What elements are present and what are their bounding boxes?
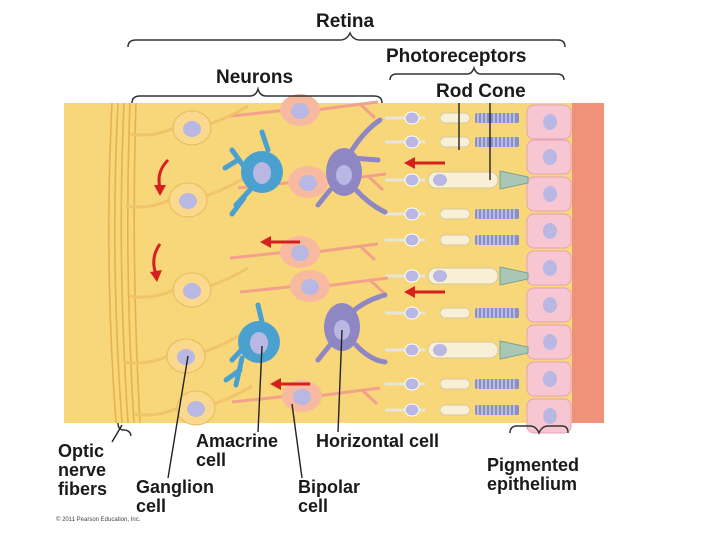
rod-cell bbox=[385, 377, 519, 391]
bipolar-cell bbox=[229, 236, 379, 268]
amacrine-cell bbox=[222, 129, 283, 217]
bipolar-cell bbox=[229, 94, 379, 126]
label-retina: Retina bbox=[316, 11, 375, 32]
signal-direction-arrows bbox=[150, 157, 445, 390]
ganglion-cell bbox=[125, 176, 245, 218]
cone-cell bbox=[385, 266, 529, 286]
label-rod-cone: Rod Cone bbox=[436, 81, 526, 102]
label-horizontal-cell: Horizontal cell bbox=[316, 431, 440, 451]
optic-nerve-bracket bbox=[117, 422, 132, 437]
epithelium-cell bbox=[526, 324, 572, 360]
photoreceptor-layer bbox=[385, 111, 529, 417]
cone-cell bbox=[385, 340, 529, 360]
epithelium-cell bbox=[526, 176, 572, 212]
epithelium-cell bbox=[526, 361, 572, 397]
rod-cell bbox=[385, 207, 519, 221]
label-ganglion-cell: Ganglion cell bbox=[136, 477, 214, 516]
pigmented-epithelium-cells bbox=[526, 104, 572, 434]
ganglion-cell bbox=[129, 104, 249, 146]
ganglion-cell bbox=[129, 266, 249, 308]
choroid-layer bbox=[572, 103, 604, 423]
epithelium-cell bbox=[526, 139, 572, 175]
photoreceptors-bracket bbox=[389, 65, 565, 81]
epithelium-cell bbox=[526, 104, 572, 140]
horizontal-cell bbox=[315, 117, 388, 215]
label-pigmented-epithelium: Pigmented epithelium bbox=[487, 455, 580, 494]
ganglion-cell bbox=[133, 384, 253, 426]
label-amacrine-cell: Amacrine cell bbox=[196, 431, 279, 470]
label-photoreceptors: Photoreceptors bbox=[386, 46, 527, 67]
bipolar-cell-layer bbox=[229, 94, 389, 412]
cone-cell bbox=[385, 170, 529, 190]
optic-nerve-fibers bbox=[108, 102, 141, 424]
epithelium-cell bbox=[526, 250, 572, 286]
label-neurons: Neurons bbox=[216, 67, 294, 88]
amacrine-cell bbox=[223, 302, 280, 388]
brackets bbox=[117, 31, 569, 437]
rod-cell bbox=[385, 135, 519, 149]
neurons-bracket bbox=[131, 86, 383, 104]
leader-lines bbox=[111, 103, 491, 479]
epithelium-cell bbox=[526, 287, 572, 323]
rod-cell bbox=[385, 111, 519, 125]
bipolar-cell bbox=[239, 270, 389, 302]
epithelium-cell bbox=[526, 398, 572, 434]
epithelium-cell bbox=[526, 213, 572, 249]
copyright-notice: © 2011 Pearson Education, Inc. bbox=[56, 517, 141, 523]
rod-cell bbox=[385, 403, 519, 417]
label-optic-nerve-fibers: Optic nerve fibers bbox=[58, 441, 108, 499]
label-bipolar-cell: Bipolar cell bbox=[298, 477, 361, 516]
rod-cell bbox=[385, 233, 519, 247]
rod-cell bbox=[385, 306, 519, 320]
retina-bracket bbox=[127, 31, 566, 48]
ganglion-cell bbox=[123, 332, 243, 374]
ganglion-cell-layer bbox=[123, 104, 253, 426]
pigmented-epithelium-bracket bbox=[509, 425, 569, 435]
retina-tissue bbox=[64, 103, 604, 423]
